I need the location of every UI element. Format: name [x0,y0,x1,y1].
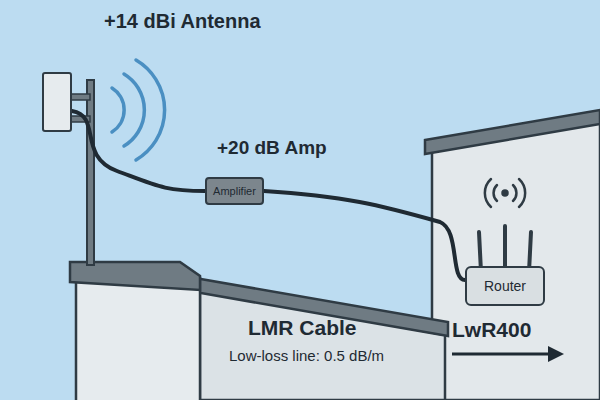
antenna-panel: +14 dBi Antenna [42,72,72,132]
coax-cable [264,191,465,280]
middle-building [195,278,448,400]
amp-gain-label: +20 dB Amp [217,137,327,159]
cable-label: LMR Cable [248,316,357,340]
antenna-label: +14 dBi Antenna [104,10,261,33]
loss-spec: Low-loss line: 0.5 dB/m [229,347,384,364]
tall-building [425,110,600,400]
antenna-mast [70,80,94,265]
router-box: Router [465,266,545,306]
amplifier-box: +20 dB AmpAmplifier [205,177,264,205]
radio-waves [112,60,165,160]
low-building [70,262,200,400]
cable-type: LwR400 [452,318,531,342]
coax-cable [72,111,205,191]
amp-name: Amplifier [213,185,256,197]
direction-arrow [452,346,564,362]
wifi-symbol [485,179,525,207]
router-name: Router [484,278,526,294]
